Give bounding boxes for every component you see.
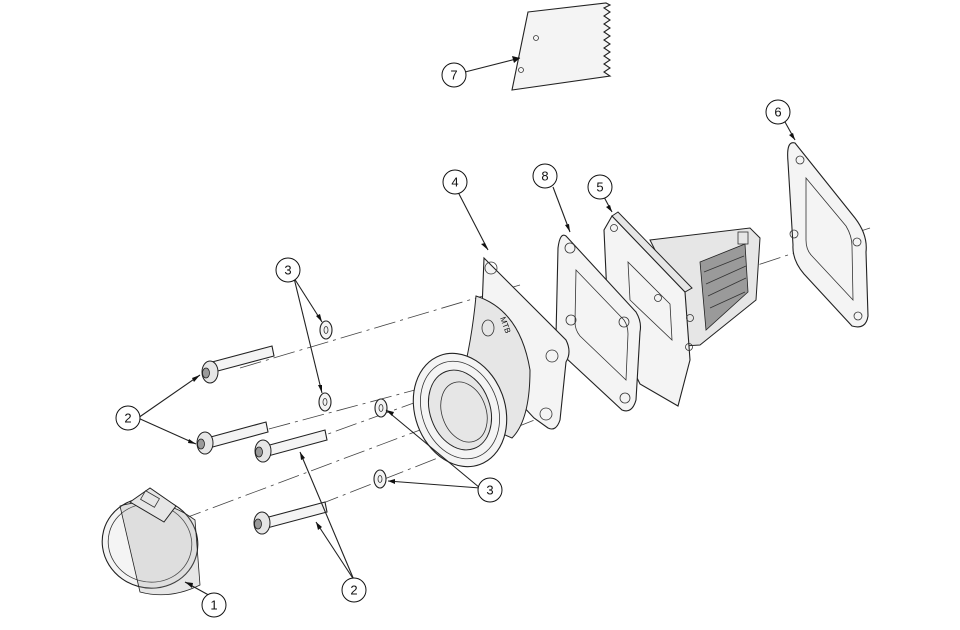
- callout-5: 5: [587, 174, 613, 200]
- callout-3-bottom-label: 3: [486, 483, 493, 498]
- washer: [319, 320, 333, 340]
- socket-head-bolt: [201, 345, 275, 384]
- washer: [318, 392, 332, 412]
- callout-2-bottom: 2: [341, 577, 367, 603]
- callout-6: 6: [765, 99, 791, 125]
- socket-head-bolt: [196, 421, 269, 455]
- callout-2-left-label: 2: [124, 411, 131, 426]
- callout-3-top: 3: [275, 257, 301, 283]
- callout-7-label: 7: [450, 68, 457, 83]
- intake-manifold: MTB: [412, 256, 570, 468]
- callout-8: 8: [532, 163, 558, 189]
- callout-4: 4: [442, 169, 468, 195]
- washer-group: [318, 320, 388, 489]
- callout-7: 7: [441, 62, 467, 88]
- callout-8-label: 8: [541, 169, 548, 184]
- socket-head-bolt: [253, 501, 328, 535]
- reed-petal: [511, 2, 612, 91]
- callout-6-label: 6: [774, 105, 781, 120]
- gasket-right: [787, 142, 869, 328]
- socket-head-bolt: [254, 429, 328, 463]
- callout-1-label: 1: [210, 598, 217, 613]
- callout-4-label: 4: [451, 175, 458, 190]
- callout-3-top-label: 3: [284, 263, 291, 278]
- hose-clamp: [101, 487, 201, 596]
- callout-5-label: 5: [596, 180, 603, 195]
- leader-lines: [137, 56, 796, 599]
- bolt-group: [196, 345, 328, 535]
- washer: [373, 469, 387, 489]
- callout-3-bottom: 3: [477, 477, 503, 503]
- callout-1: 1: [201, 592, 227, 618]
- callout-2-bottom-label: 2: [350, 583, 357, 598]
- callout-2-left: 2: [115, 405, 141, 431]
- reed-valve-block: [603, 211, 761, 407]
- washer: [374, 398, 388, 418]
- gasket-middle: [555, 234, 642, 412]
